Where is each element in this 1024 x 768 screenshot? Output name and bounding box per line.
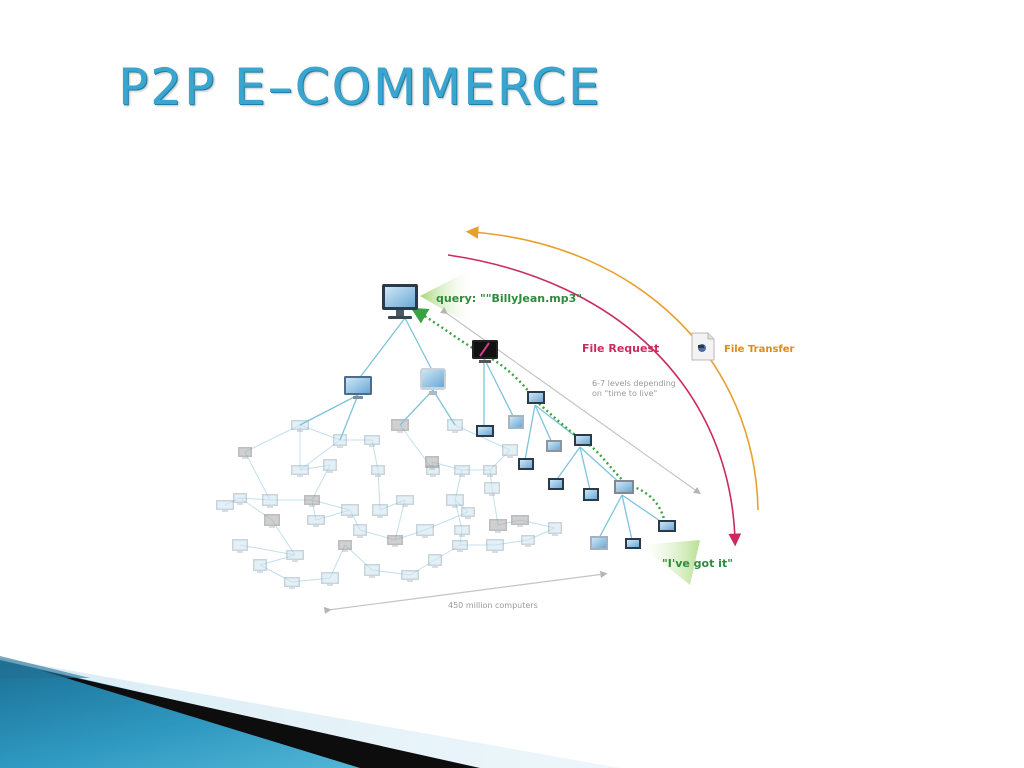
computer-icon (364, 564, 380, 578)
computer-icon (511, 515, 529, 527)
computer-icon (264, 514, 280, 528)
computer-icon (454, 525, 470, 537)
computer-icon (508, 415, 524, 429)
computer-icon (364, 435, 380, 447)
computer-icon (518, 458, 534, 470)
computer-icon (416, 524, 434, 538)
computer-icon (371, 465, 385, 477)
computer-icon (238, 447, 252, 459)
computer-icon (574, 434, 592, 446)
computer-icon (233, 493, 247, 505)
computer-icon (353, 524, 367, 538)
computer-icon (344, 376, 372, 399)
file-request-label: File Request (582, 342, 659, 355)
computer-icon (253, 559, 267, 573)
computer-icon (548, 478, 564, 490)
computer-icon (548, 522, 562, 536)
file-icon (691, 332, 715, 361)
computer-icon (446, 494, 464, 508)
computer-icon (483, 465, 497, 477)
computer-icon (484, 482, 500, 496)
computer-icon (452, 540, 468, 552)
computer-icon (521, 535, 535, 547)
computer-icon (262, 494, 278, 508)
got-it-glow-beam (640, 540, 700, 585)
footer-decoration (0, 656, 620, 768)
computer-icon (476, 425, 494, 437)
query-label: query: ""BillyJean.mp3" (436, 292, 582, 305)
computer-icon (341, 504, 359, 518)
computer-icon (321, 572, 339, 586)
computer-icon (425, 456, 439, 470)
background-network-nodes (216, 419, 562, 589)
computer-icon (333, 434, 347, 448)
computer-icon (447, 419, 463, 433)
computer-icon (387, 535, 403, 547)
levels-arrow (439, 306, 701, 495)
slide-title: P2P E–COMMERCE (118, 58, 602, 116)
computer-icon (396, 495, 414, 507)
computer-icon (216, 500, 234, 512)
computer-icon (625, 538, 641, 549)
computer-icon (583, 488, 599, 501)
computer-icon (338, 540, 352, 552)
levels-label-line1: 6-7 levels depending (592, 379, 676, 388)
computer-icon (658, 520, 676, 532)
computer-icon (286, 550, 304, 562)
computer-icon (546, 440, 562, 452)
computer-icon (461, 507, 475, 519)
computer-icon (428, 554, 442, 568)
levels-label-line2: on "time to live" (592, 389, 657, 398)
computer-icon (391, 419, 409, 433)
computer-icon (372, 504, 388, 518)
computer-icon (420, 368, 446, 395)
got-it-label: "I've got it" (662, 557, 733, 570)
computer-icon (472, 340, 498, 363)
computer-icon (614, 480, 634, 494)
computer-icon (291, 465, 309, 477)
computer-icon (502, 444, 518, 458)
file-transfer-label: File Transfer (724, 344, 795, 355)
computer-icon (307, 515, 325, 527)
computers-span-arrow (323, 570, 608, 615)
query-computer-icon (382, 284, 418, 319)
computer-icon (486, 539, 504, 553)
computer-icon (401, 570, 419, 582)
computer-icon (323, 459, 337, 473)
computer-icon (232, 539, 248, 553)
computer-icon (284, 577, 300, 589)
computer-icon (454, 465, 470, 477)
computer-icon (590, 536, 608, 550)
computers-count-label: 450 million computers (448, 601, 538, 610)
computer-icon (489, 519, 507, 533)
file-transfer-arc (465, 226, 759, 511)
computer-icon (527, 391, 545, 404)
computer-icon (304, 495, 320, 507)
